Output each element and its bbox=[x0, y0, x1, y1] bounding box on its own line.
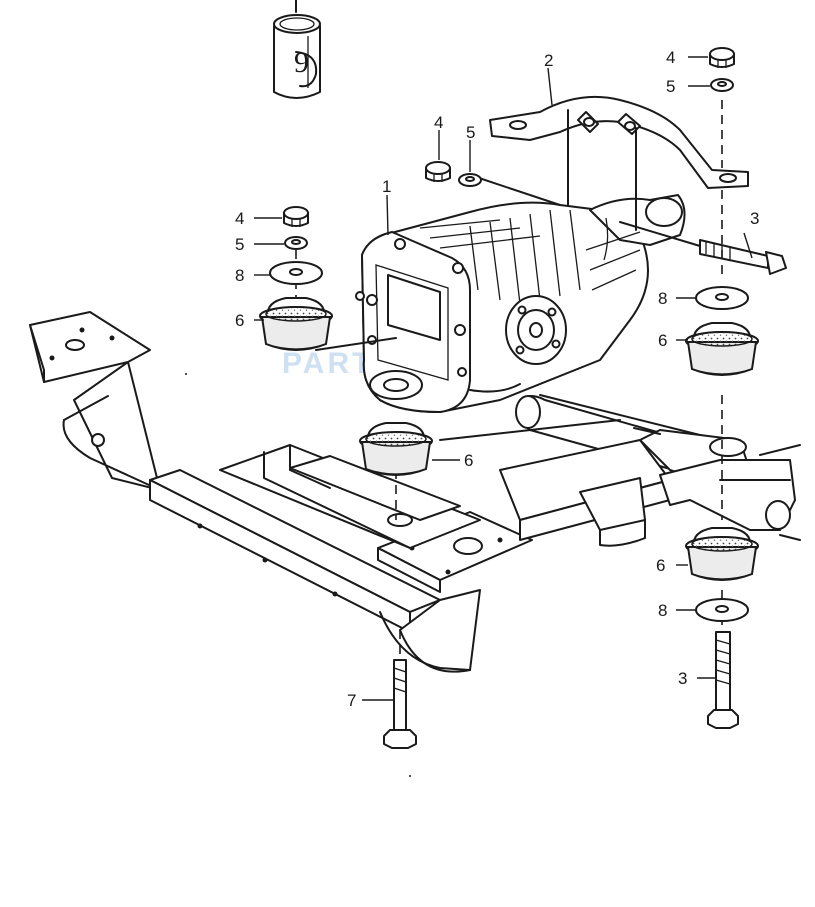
callout-4-top-right: 4 bbox=[666, 48, 675, 67]
callout-6-center: 6 bbox=[464, 451, 473, 470]
callout-7: 7 bbox=[347, 691, 356, 710]
callout-6-left: 6 bbox=[235, 311, 244, 330]
transmission-housing bbox=[355, 194, 686, 413]
sealant-can: 9 bbox=[273, 0, 321, 99]
callout-8-left: 8 bbox=[235, 266, 244, 285]
callout-5-top-right: 5 bbox=[666, 77, 675, 96]
callout-4-left: 4 bbox=[235, 209, 244, 228]
callout-5-center: 5 bbox=[466, 123, 475, 142]
callout-6-right-lower: 6 bbox=[656, 556, 665, 575]
leader-lines bbox=[254, 56, 753, 701]
mounting-bracket bbox=[489, 95, 749, 189]
can-label: 9 bbox=[294, 46, 309, 79]
callout-5-left: 5 bbox=[235, 235, 244, 254]
callout-labels: 1 2 3 3 4 4 4 5 5 5 6 6 6 6 7 8 8 8 bbox=[235, 48, 759, 710]
callout-1: 1 bbox=[382, 177, 391, 196]
callout-8-right-upper: 8 bbox=[658, 289, 667, 308]
callout-8-right-lower: 8 bbox=[658, 601, 667, 620]
assembly-lines bbox=[295, 100, 723, 660]
callout-2: 2 bbox=[544, 51, 553, 70]
long-bolt-upper bbox=[619, 221, 787, 275]
callout-4-center: 4 bbox=[434, 113, 443, 132]
callout-3-lower: 3 bbox=[678, 669, 687, 688]
subframe bbox=[29, 311, 801, 673]
callout-6-right-upper: 6 bbox=[658, 331, 667, 350]
bolt-7 bbox=[383, 659, 417, 749]
bolt-lower-right bbox=[707, 631, 739, 729]
callout-3-upper: 3 bbox=[750, 209, 759, 228]
